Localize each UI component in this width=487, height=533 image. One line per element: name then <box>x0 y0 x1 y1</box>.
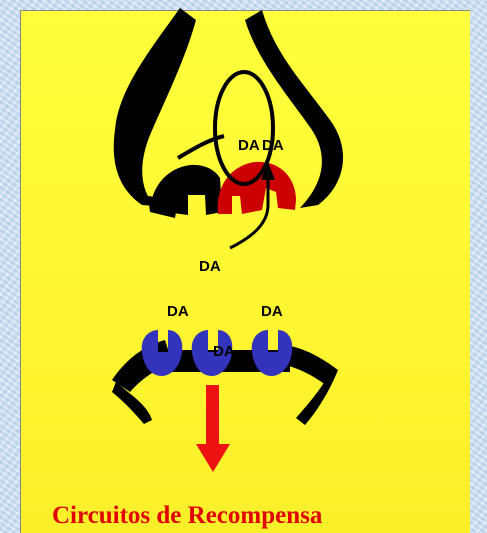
label-da-vesicle-left: DA <box>238 137 260 154</box>
label-da-right: DA <box>261 303 283 320</box>
signal-arrow-shaft <box>206 385 219 445</box>
label-da-receptor: DA <box>213 343 235 360</box>
caption: Circuitos de Recompensa <box>52 502 323 529</box>
label-da-released: DA <box>199 258 221 275</box>
label-da-vesicle-right: DA <box>262 137 284 154</box>
dopamine-transporter <box>218 162 296 214</box>
label-da-left: DA <box>167 303 189 320</box>
signal-arrow-head <box>196 444 230 472</box>
